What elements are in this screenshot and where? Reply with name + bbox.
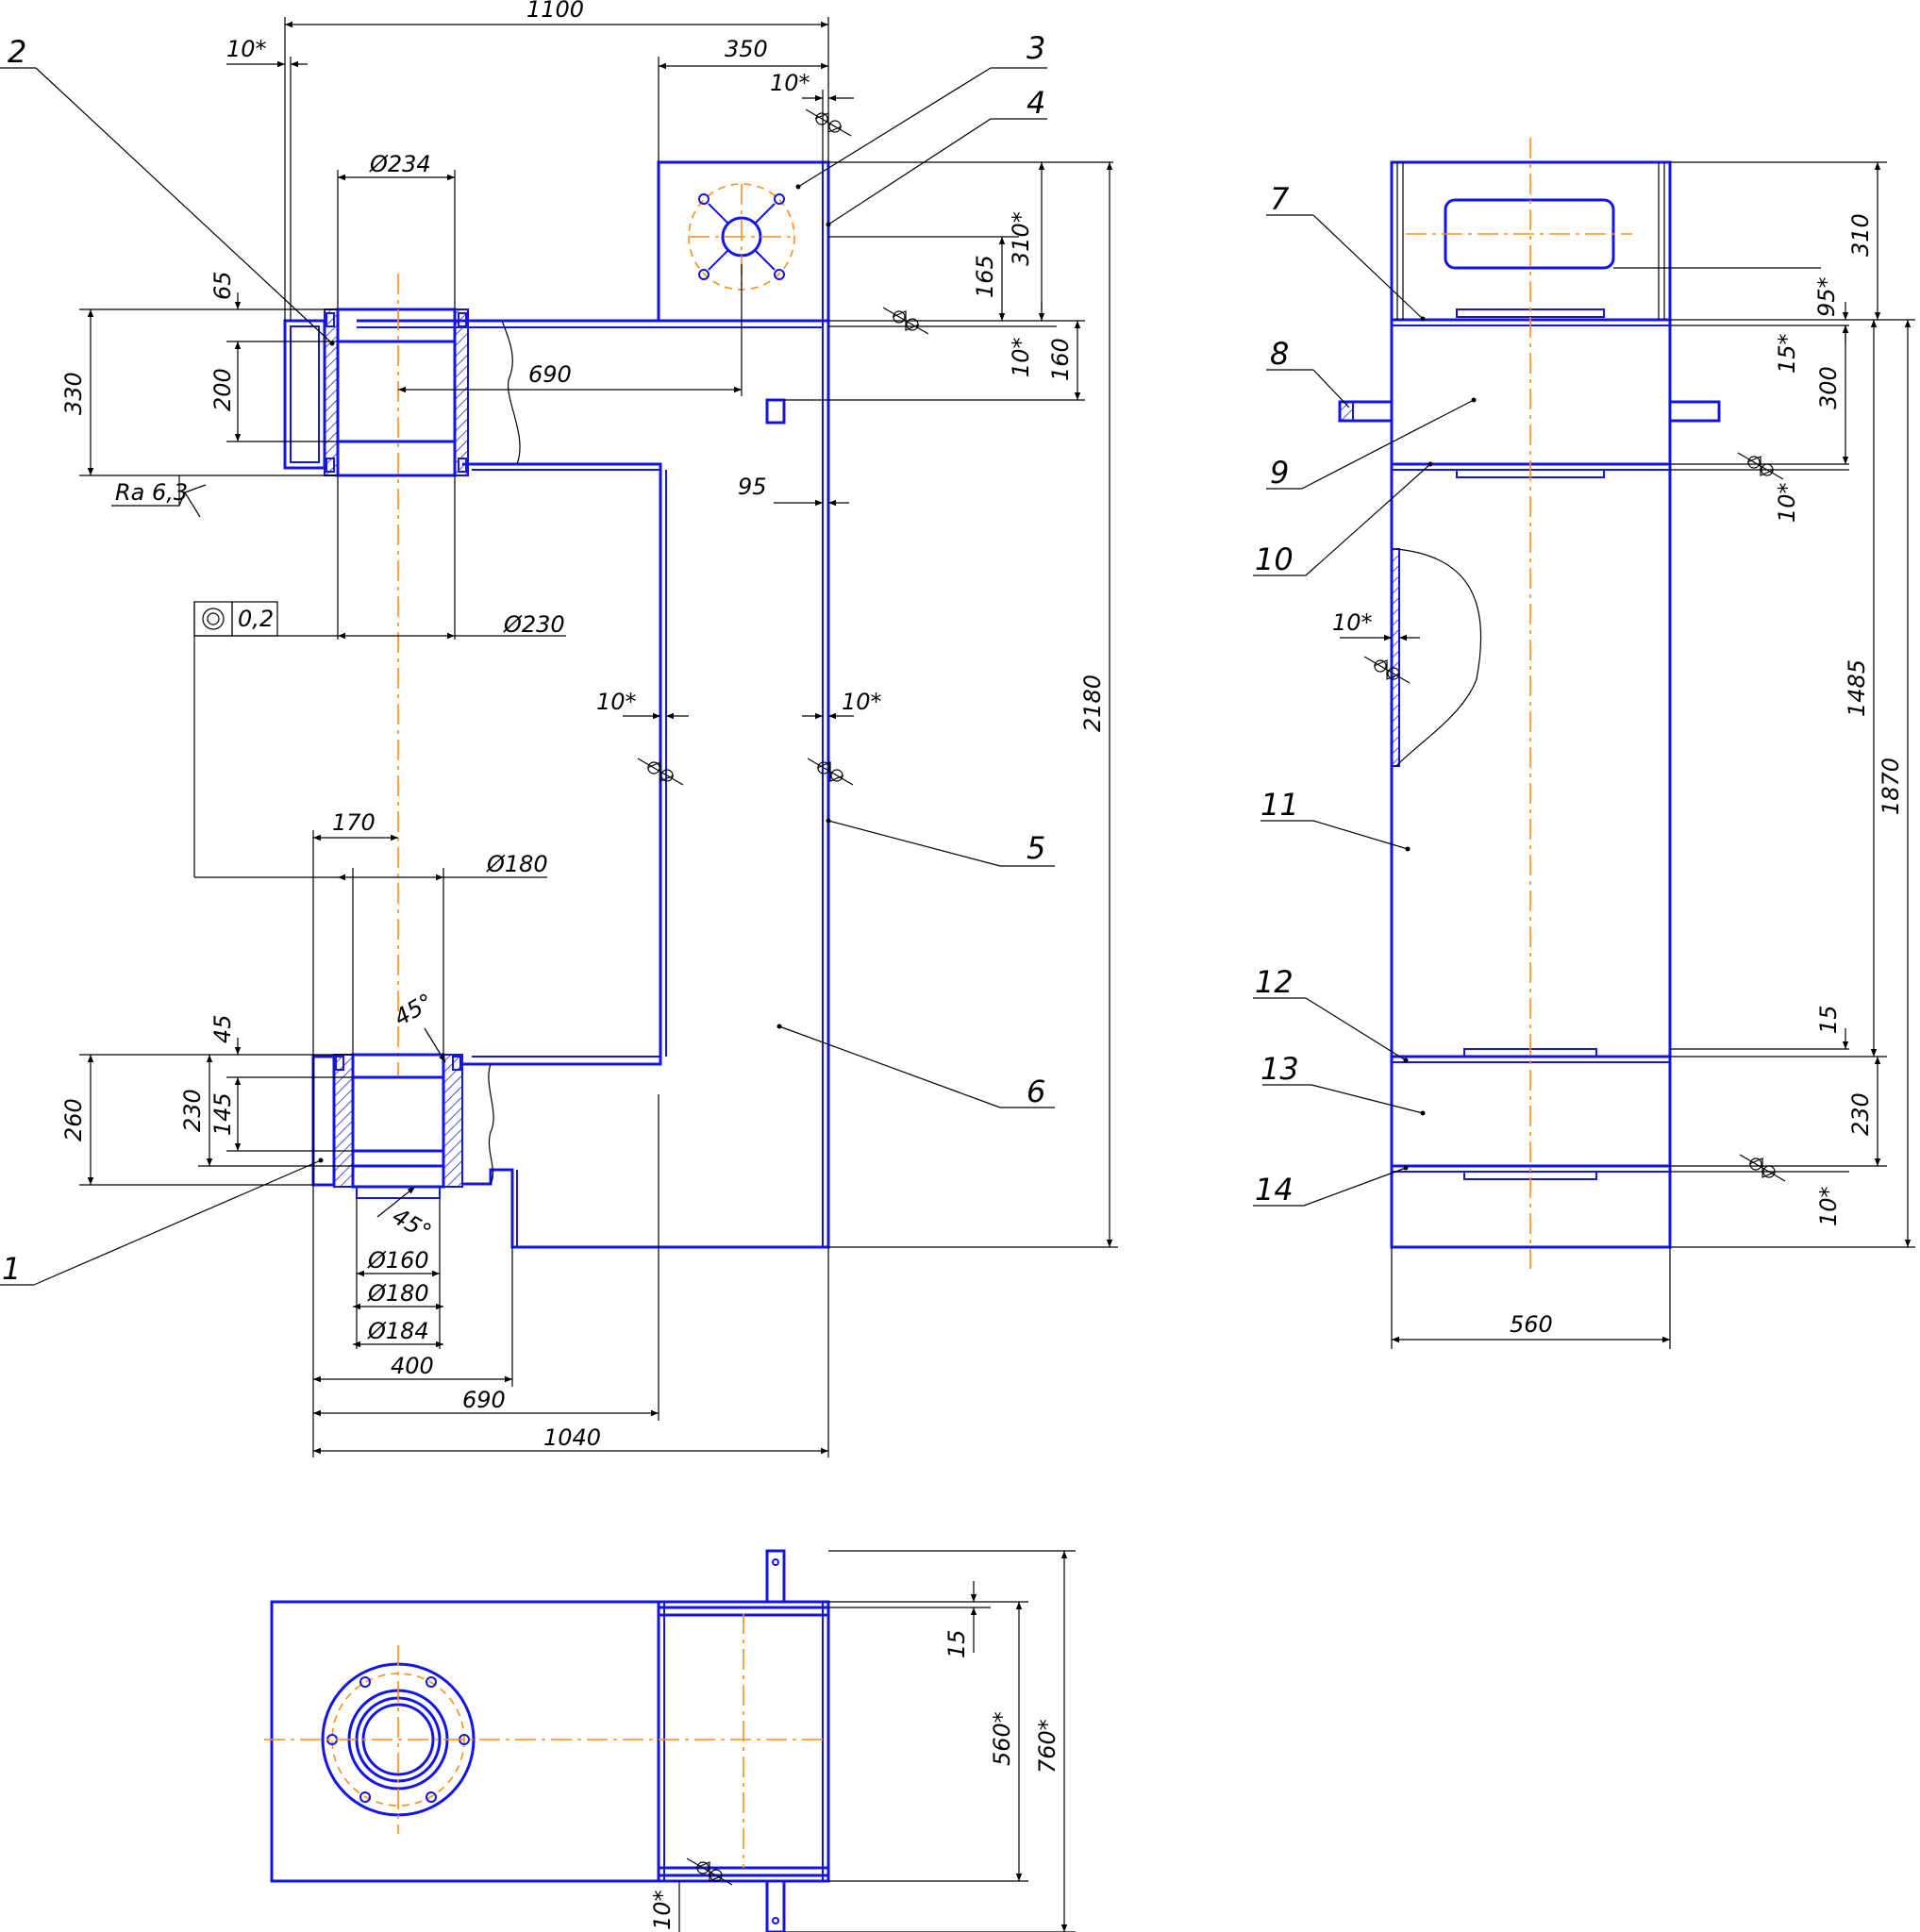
dim-d180-upper: Ø180 [486, 851, 548, 877]
dim-560-star: 560* [989, 1711, 1015, 1766]
dim-10-vert: 10* [1008, 337, 1034, 377]
dim-15: 15 [1815, 1005, 1842, 1034]
dimension-geometry [0, 17, 1915, 1932]
dim-230-side: 230 [1847, 1092, 1874, 1136]
dim-10-side-mid: 10* [1332, 609, 1373, 636]
dim-1485: 1485 [1844, 659, 1870, 717]
part-label-8: 8 [1270, 336, 1289, 372]
dim-330: 330 [60, 372, 87, 415]
dim-200: 200 [209, 368, 236, 411]
part-labels: 2 3 4 5 6 1 7 8 9 10 11 12 13 14 [2, 30, 1299, 1287]
dim-1100: 1100 [526, 0, 584, 23]
main-body-inner [462, 462, 662, 1066]
dim-95-star: 95* [1813, 276, 1840, 317]
dim-400: 400 [391, 1353, 434, 1379]
bottom-pipe-wall-right [442, 1054, 463, 1188]
dim-95: 95 [738, 474, 767, 500]
top-view-body [270, 1600, 830, 1883]
dim-d184: Ø184 [367, 1318, 429, 1344]
dim-10-top-view: 10* [649, 1890, 676, 1930]
dimension-text: 1100 10* 350 10* Ø234 690 95 Ra 6,3 0,2 … [60, 0, 1904, 1930]
concentricity-icon [193, 601, 233, 637]
top-view [264, 1549, 830, 1932]
part-label-3: 3 [1027, 30, 1045, 66]
part-label-2: 2 [8, 34, 26, 70]
dim-690-bottom: 690 [462, 1387, 506, 1413]
dim-2180: 2180 [1079, 675, 1106, 732]
dim-300: 300 [1815, 366, 1842, 409]
front-view [283, 160, 830, 1249]
part-label-13: 13 [1261, 1051, 1299, 1087]
dim-45-deg-top: 45° [390, 989, 438, 1032]
dim-690-top: 690 [528, 361, 572, 388]
dim-560: 560 [1510, 1311, 1553, 1338]
part-label-11: 11 [1261, 787, 1299, 823]
part-label-14: 14 [1255, 1172, 1294, 1208]
dim-1870: 1870 [1878, 758, 1904, 815]
bottom-pipe-wall-left [333, 1054, 354, 1188]
dim-10-top: 10* [226, 36, 267, 62]
top-pipe-wall-left [324, 308, 339, 476]
top-flange-box [657, 160, 830, 323]
dim-15-star: 15* [1774, 333, 1800, 374]
main-body-outline [357, 319, 830, 1249]
dim-d234: Ø234 [369, 151, 431, 177]
dim-10-side-upper: 10* [1774, 482, 1800, 523]
dim-165: 165 [972, 255, 998, 298]
part-label-9: 9 [1270, 455, 1289, 491]
dim-310: 310 [1847, 213, 1874, 257]
dim-45: 45 [209, 1014, 236, 1043]
top-pipe-wall-right [454, 308, 469, 476]
dim-d180-lower: Ø180 [367, 1280, 429, 1307]
dim-350: 350 [725, 36, 768, 62]
dim-145: 145 [209, 1092, 236, 1136]
dim-760-star: 760* [1034, 1719, 1060, 1774]
dim-310-star: 310* [1008, 211, 1034, 266]
part-label-7: 7 [1270, 181, 1290, 217]
dim-170: 170 [332, 809, 376, 836]
dim-10-side-lower: 10* [1815, 1186, 1842, 1226]
dim-d230: Ø230 [503, 611, 565, 638]
surface-finish-icon [111, 484, 207, 518]
dim-d160: Ø160 [367, 1247, 429, 1274]
part-label-6: 6 [1027, 1074, 1045, 1109]
part-label-12: 12 [1255, 964, 1294, 1000]
dim-160: 160 [1047, 338, 1074, 381]
side-view [1338, 138, 1721, 1269]
dim-tolerance: 0,2 [238, 606, 274, 632]
part-label-5: 5 [1027, 830, 1045, 866]
dim-10-flange: 10* [770, 70, 810, 96]
dim-10-outer: 10* [842, 689, 882, 715]
dim-260: 260 [60, 1098, 87, 1141]
dim-45-deg-bottom: 45° [388, 1203, 436, 1246]
part-label-1: 1 [2, 1251, 21, 1287]
dim-65: 65 [209, 271, 236, 300]
dim-230-front: 230 [179, 1089, 206, 1132]
part-label-4: 4 [1027, 85, 1045, 121]
dim-15-top-view: 15 [943, 1629, 970, 1658]
dim-1040: 1040 [543, 1424, 601, 1451]
dim-10-inner: 10* [596, 689, 637, 715]
weld-symbols [637, 108, 1786, 1886]
part-label-10: 10 [1255, 541, 1294, 577]
dim-ra: Ra 6,3 [115, 479, 188, 506]
